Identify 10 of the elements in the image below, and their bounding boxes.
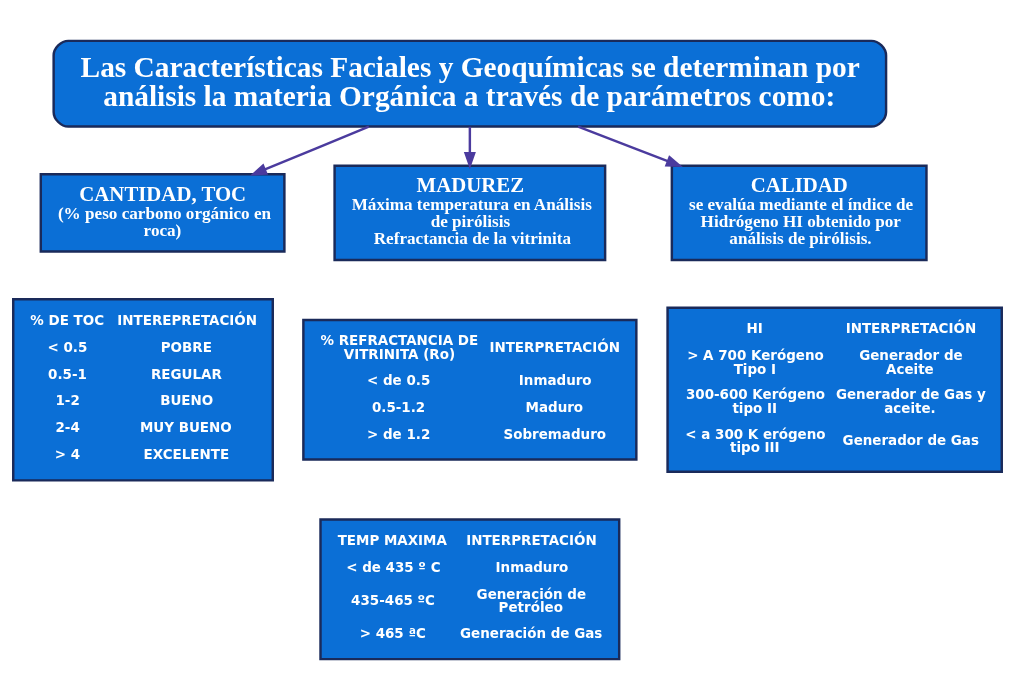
node-box: MADUREZ Máxima temperatura en Análisis de pirólisis Refractancia de la vitrinita [333, 164, 607, 262]
arrow [249, 125, 370, 176]
arrow [577, 125, 683, 167]
node-box: CANTIDAD, TOC (% peso carbono orgánico en roca) [39, 173, 286, 253]
node-box: Las Características Faciales y Geoquímicas se determinan por análisis la materia Orgánica a través de parámetros como: [52, 39, 888, 128]
node-box: CALIDAD se evalúa mediante el índice de Hidrógeno HI obtenido por análisis de pirólisis. [670, 164, 928, 262]
arrow [463, 126, 476, 170]
node-box: HI INTERPRETACIÓN > A 700 Kerógeno Tipo I Generador de Aceite 300-600 Kerógeno tipo II Generador de Gas y aceite. < a 300 K erógeno tipo III Generador de Gas [666, 306, 1003, 474]
node-box: TEMP MAXIMA INTERPRETACIÓN < de 435 º C Inmaduro 435-465 ºC Generación de Petróleo > 465 ªC Generación de Gas [319, 518, 621, 661]
node-box: % DE TOC INTEREPRETACIÓN < 0.5 POBRE 0.5-1 REGULAR 1-2 BUENO 2-4 MUY BUENO > 4 EXCELENTE [12, 297, 274, 482]
